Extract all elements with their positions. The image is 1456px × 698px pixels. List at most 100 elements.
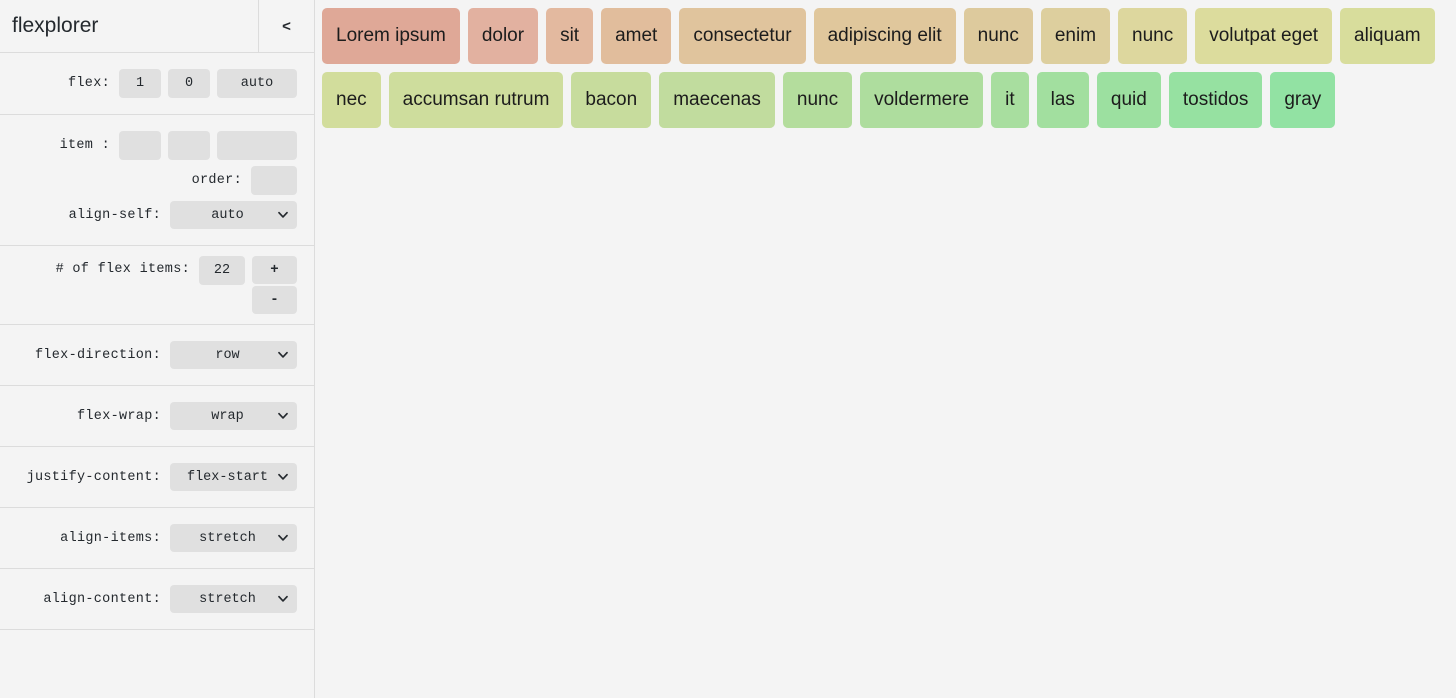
item-fields-row: item : — [0, 131, 297, 160]
flex-item-label: dolor — [481, 25, 525, 46]
flex-item[interactable]: bacon — [571, 72, 652, 128]
item-count-input[interactable] — [199, 256, 245, 285]
flex-item[interactable]: nec — [322, 72, 381, 128]
flex-item[interactable]: voldermere — [860, 72, 984, 128]
flex-item-label: Lorem ipsum — [336, 25, 446, 46]
flex-item-label: nunc — [1132, 25, 1174, 46]
flex-item[interactable]: nunc — [1118, 8, 1188, 64]
section-flex-wrap: flex-wrap: nowrapwrapwrap-reverse — [0, 386, 314, 447]
flex-item[interactable]: gray — [1270, 72, 1336, 128]
section-item: item : order: align-self: autoflex-start… — [0, 115, 314, 246]
align-items-select-wrap: stretchflex-startflex-endcenterbaseline — [170, 524, 297, 552]
page-title: flexplorer — [12, 14, 99, 37]
flex-item[interactable]: adipiscing elit — [813, 8, 956, 64]
flex-item[interactable]: Lorem ipsum — [322, 8, 460, 64]
decrement-button[interactable]: - — [252, 286, 297, 314]
flex-wrap-row: flex-wrap: nowrapwrapwrap-reverse — [0, 402, 297, 430]
flex-item[interactable]: sit — [546, 8, 594, 64]
sidebar: flexplorer < flex: item : order: — [0, 0, 315, 698]
item-field-1[interactable] — [119, 131, 161, 160]
flex-shorthand-row: flex: — [0, 69, 297, 98]
flex-item-label: quid — [1110, 89, 1147, 110]
flex-container: Lorem ipsum dolor sit amet consectetur adipis… — [322, 8, 1449, 128]
item-count-row: # of flex items: + - — [0, 256, 297, 314]
section-flex-shorthand: flex: — [0, 53, 314, 115]
flex-wrap-label: flex-wrap: — [76, 408, 161, 424]
section-justify-content: justify-content: flex-startflex-endcente… — [0, 447, 314, 508]
section-align-content: align-content: stretchflex-startflex-end… — [0, 569, 314, 630]
align-content-label: align-content: — [43, 591, 161, 607]
chevron-left-icon: < — [282, 17, 291, 35]
section-align-items: align-items: stretchflex-startflex-endce… — [0, 508, 314, 569]
flex-direction-select[interactable]: rowrow-reversecolumncolumn-reverse — [170, 341, 297, 369]
flex-item-label: nunc — [796, 89, 839, 110]
flex-item-label: tostidos — [1182, 89, 1249, 110]
flex-item-label: accumsan rutrum — [402, 89, 550, 110]
align-self-select[interactable]: autoflex-startflex-endcenterbaselinestre… — [170, 201, 297, 229]
justify-content-select[interactable]: flex-startflex-endcenterspace-betweenspa… — [170, 463, 297, 491]
item-count-label: # of flex items: — [55, 262, 190, 277]
flex-item[interactable]: quid — [1096, 72, 1161, 128]
flex-item[interactable]: it — [991, 72, 1029, 128]
flex-basis-input[interactable] — [217, 69, 297, 98]
align-content-select[interactable]: stretchflex-startflex-endcenterspace-bet… — [170, 585, 297, 613]
flex-item-label: nec — [336, 89, 367, 110]
flex-item[interactable]: tostidos — [1168, 72, 1263, 128]
flex-direction-row: flex-direction: rowrow-reversecolumncolu… — [0, 341, 297, 369]
align-items-row: align-items: stretchflex-startflex-endce… — [0, 524, 297, 552]
flex-item-label: maecenas — [673, 89, 761, 110]
flex-item-label: adipiscing elit — [827, 25, 942, 46]
flex-item-label: consectetur — [693, 25, 792, 46]
align-self-row: align-self: autoflex-startflex-endcenter… — [0, 201, 297, 229]
align-items-label: align-items: — [60, 530, 161, 546]
flex-item[interactable]: dolor — [467, 8, 539, 64]
flex-item[interactable]: amet — [601, 8, 672, 64]
flex-item[interactable]: volutpat eget — [1195, 8, 1333, 64]
flex-item-label: sit — [560, 25, 580, 46]
flex-item[interactable]: consectetur — [679, 8, 806, 64]
justify-content-row: justify-content: flex-startflex-endcente… — [0, 463, 297, 491]
section-item-count: # of flex items: + - — [0, 246, 314, 325]
increment-button[interactable]: + — [252, 256, 297, 284]
flex-item-label: aliquam — [1354, 25, 1421, 46]
flex-item[interactable]: aliquam — [1340, 8, 1435, 64]
item-field-3[interactable] — [217, 131, 297, 160]
flex-item-label: enim — [1054, 25, 1097, 46]
align-self-select-wrap: autoflex-startflex-endcenterbaselinestre… — [170, 201, 297, 229]
flex-item[interactable]: enim — [1040, 8, 1111, 64]
align-items-select[interactable]: stretchflex-startflex-endcenterbaseline — [170, 524, 297, 552]
flex-item-label: it — [1005, 89, 1015, 110]
item-field-2[interactable] — [168, 131, 210, 160]
order-label: order: — [191, 173, 242, 188]
section-flex-direction: flex-direction: rowrow-reversecolumncolu… — [0, 325, 314, 386]
flex-wrap-select[interactable]: nowrapwrapwrap-reverse — [170, 402, 297, 430]
flex-shrink-input[interactable] — [168, 69, 210, 98]
justify-content-label: justify-content: — [26, 469, 161, 485]
flex-grow-input[interactable] — [119, 69, 161, 98]
flex-label: flex: — [67, 76, 110, 91]
flex-wrap-select-wrap: nowrapwrapwrap-reverse — [170, 402, 297, 430]
sidebar-collapse-button[interactable]: < — [258, 0, 314, 52]
flex-item[interactable]: nunc — [963, 8, 1033, 64]
item-count-stepper: + - — [252, 256, 297, 314]
item-label: item : — [59, 138, 110, 153]
flex-item[interactable]: las — [1036, 72, 1089, 128]
flex-item[interactable]: nunc — [782, 72, 853, 128]
item-order-row: order: — [0, 166, 297, 195]
flex-item-label: nunc — [977, 25, 1019, 46]
flex-item-label: voldermere — [874, 89, 970, 110]
sidebar-header: flexplorer < — [0, 0, 314, 53]
flex-item[interactable]: maecenas — [659, 72, 775, 128]
flex-item[interactable]: accumsan rutrum — [388, 72, 564, 128]
flex-direction-select-wrap: rowrow-reversecolumncolumn-reverse — [170, 341, 297, 369]
flex-direction-label: flex-direction: — [34, 347, 161, 363]
align-self-label: align-self: — [68, 207, 161, 223]
flex-item-label: las — [1050, 89, 1075, 110]
flex-item-label: amet — [615, 25, 658, 46]
order-input[interactable] — [251, 166, 297, 195]
flex-item-label: volutpat eget — [1209, 25, 1319, 46]
align-content-select-wrap: stretchflex-startflex-endcenterspace-bet… — [170, 585, 297, 613]
flex-item-label: gray — [1284, 89, 1322, 110]
justify-content-select-wrap: flex-startflex-endcenterspace-betweenspa… — [170, 463, 297, 491]
